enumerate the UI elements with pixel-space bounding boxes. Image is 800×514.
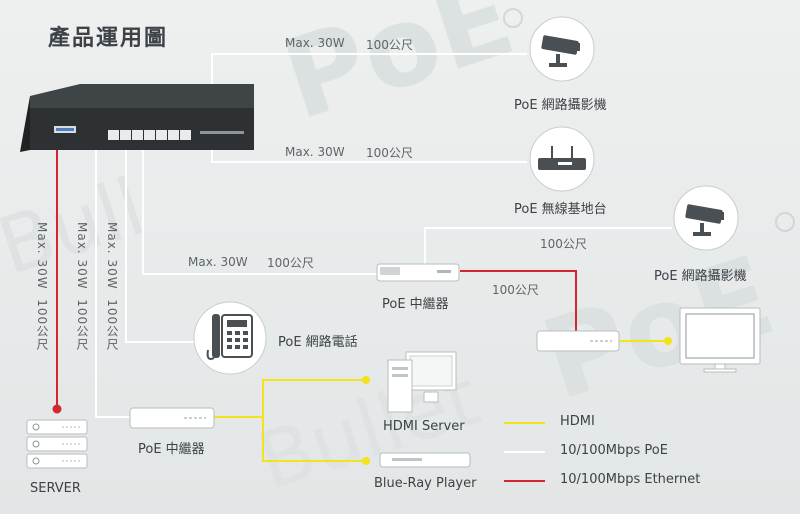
top-link-power: Max. 30W [285,36,345,50]
monitor-dot [664,337,672,345]
ethernet-lines [56,150,577,482]
camera-right-label: PoE 網路攝影機 [654,269,747,284]
legend-hdmi: HDMI [560,414,595,429]
red-link-distance: 100公尺 [492,283,539,297]
extender-top-label: PoE 中繼器 [382,297,449,312]
server-label: SERVER [30,481,81,496]
hdmi-server-label: HDMI Server [383,419,465,434]
top-link-distance: 100公尺 [366,38,413,52]
vertical-link-1-power: Max. 30W [35,222,49,290]
extender-receiver-icon [536,330,620,352]
ip-phone-label: PoE 網路電話 [278,335,358,350]
ip-phone-icon [193,301,267,375]
bluray-dot [362,457,370,465]
bluray-player-icon [379,452,471,468]
camera-top-label: PoE 網路攝影機 [514,98,607,113]
monitor-icon [679,307,761,373]
extender-bottom-icon [129,407,215,429]
hdmi-server-icon [387,351,457,413]
hdmi-lines [214,340,668,462]
vertical-link-3: Max. 30W 100公尺 [104,222,121,351]
access-point-label: PoE 無線基地台 [514,202,607,217]
ext-link-distance: 100公尺 [267,256,314,270]
legend-poe: 10/100Mbps PoE [560,443,668,458]
access-point-icon [529,126,595,192]
camera-right-icon [673,185,739,251]
bluray-label: Blue-Ray Player [374,476,477,491]
legend-ethernet: 10/100Mbps Ethernet [560,472,701,487]
page-title: 產品運用圖 [48,26,169,51]
vertical-link-1-distance: 100公尺 [35,299,49,352]
extender-top-icon [376,263,460,282]
vertical-link-2-distance: 100公尺 [75,299,89,352]
vertical-link-2: Max. 30W 100公尺 [74,222,91,351]
vertical-link-2-power: Max. 30W [75,222,89,290]
vertical-link-1: Max. 30W 100公尺 [34,222,51,351]
vertical-link-3-power: Max. 30W [105,222,119,290]
mid-link-distance: 100公尺 [366,146,413,160]
extender-bottom-label: PoE 中繼器 [138,442,205,457]
server-rack-icon [26,419,88,469]
mid-link-power: Max. 30W [285,145,345,159]
camera-top-icon [529,16,595,82]
svg-text:PoE: PoE [268,0,528,145]
ext-link-power: Max. 30W [188,255,248,269]
server-link-dot [52,404,62,414]
poe-switch [20,84,254,152]
vertical-link-3-distance: 100公尺 [105,299,119,352]
ap2-link-distance: 100公尺 [540,237,587,251]
hdmi-server-dot [362,376,370,384]
